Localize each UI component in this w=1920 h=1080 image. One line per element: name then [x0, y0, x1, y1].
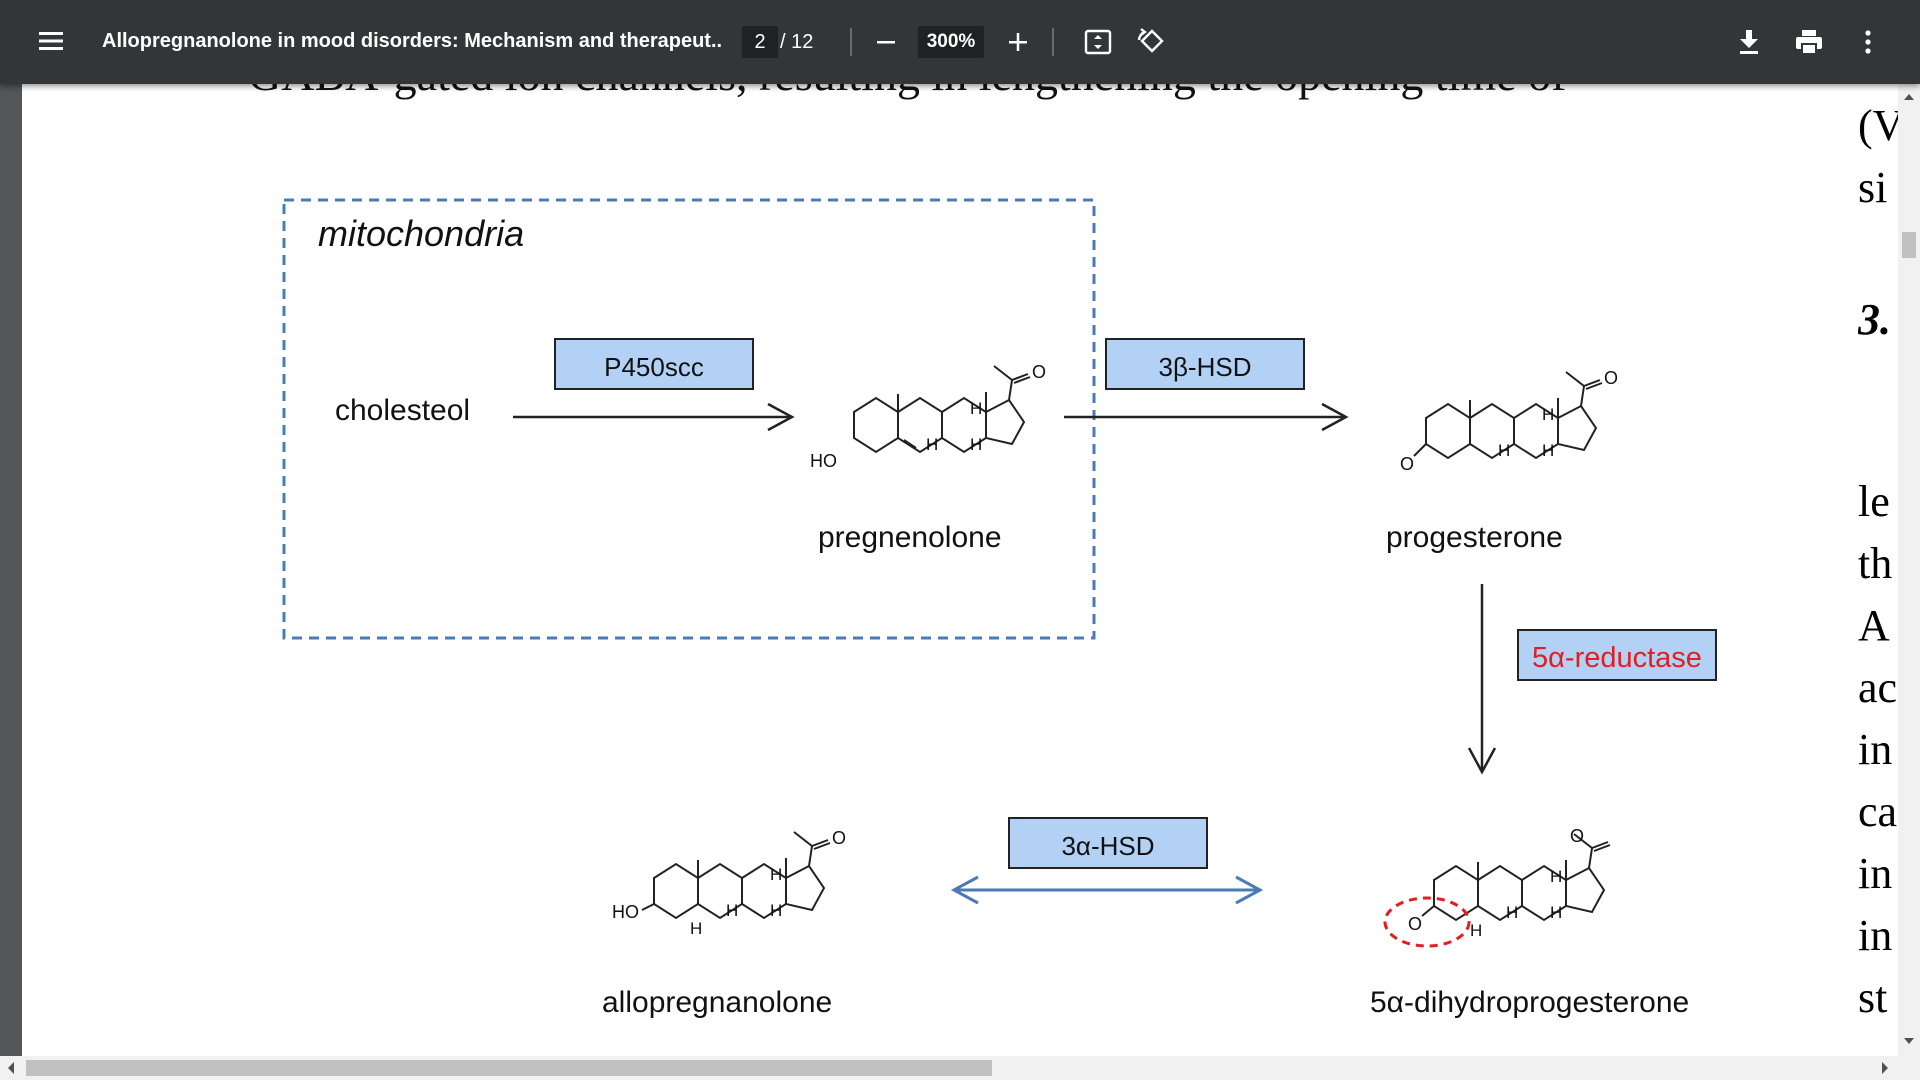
- oxygen-label: O: [1408, 914, 1422, 934]
- text-fragment: (V: [1858, 101, 1898, 150]
- arrowhead-right: [1235, 875, 1264, 905]
- body-text-partial-line: GABA-gated ion channels, resulting in le…: [248, 84, 1567, 100]
- hydrogen-label: H: [926, 435, 938, 454]
- menu-button[interactable]: [36, 24, 66, 58]
- hydrogen-label: H: [770, 901, 782, 920]
- download-icon: [1740, 30, 1758, 54]
- horizontal-scroll-thumb[interactable]: [26, 1060, 992, 1076]
- print-button[interactable]: [1792, 26, 1826, 58]
- ketone-highlight-circle: [1383, 896, 1471, 948]
- vertical-scroll-thumb[interactable]: [1902, 232, 1916, 258]
- hydrogen-label: H: [770, 865, 782, 884]
- scroll-up-arrow-icon[interactable]: [1898, 88, 1920, 106]
- text-fragment: ca: [1858, 787, 1898, 836]
- allopregnanolone-label: allopregnanolone: [602, 986, 832, 1019]
- pdf-page: GABA-gated ion channels, resulting in le…: [22, 84, 1898, 1056]
- menu-icon: [39, 32, 63, 50]
- hydrogen-label: H: [1550, 867, 1562, 886]
- pregnenolone-label: pregnenolone: [818, 521, 1002, 554]
- hydrogen-label: H: [1498, 441, 1510, 460]
- pregnenolone-structure: HO H H H O: [810, 362, 1046, 471]
- enzyme-box-3alpha-hsd: [1008, 817, 1208, 869]
- text-fragment: le: [1858, 477, 1890, 526]
- dihydroprogesterone-structure: O H H H H O: [1408, 826, 1611, 940]
- vertical-scrollbar[interactable]: [1898, 84, 1920, 1056]
- text-fragment: si: [1858, 163, 1888, 212]
- more-options-button[interactable]: [1854, 26, 1882, 58]
- rotate-button[interactable]: [1134, 24, 1168, 58]
- arrowhead: [1321, 402, 1349, 432]
- print-icon: [1796, 30, 1822, 55]
- allopregnanolone-structure: HO H H H H O: [612, 828, 846, 938]
- enzyme-box-5alpha-reductase: [1517, 629, 1717, 681]
- scroll-left-arrow-icon[interactable]: [2, 1056, 20, 1080]
- toolbar-divider: [850, 28, 852, 56]
- hydrogen-label: H: [1550, 903, 1562, 922]
- mitochondria-compartment: [282, 198, 1096, 640]
- hydroxyl-label: HO: [810, 451, 837, 471]
- arrowhead-left: [950, 875, 979, 905]
- text-fragment: A: [1858, 601, 1890, 650]
- text-fragment: in: [1858, 725, 1893, 774]
- dihydroprogesterone-label: 5α-dihydroprogesterone: [1370, 986, 1689, 1019]
- hydrogen-label: H: [690, 919, 702, 938]
- oxygen-label: O: [1604, 368, 1618, 388]
- text-fragment: st: [1858, 973, 1888, 1022]
- enzyme-label-3alpha-hsd: 3α-HSD: [1061, 831, 1154, 861]
- oxygen-label: O: [1032, 362, 1046, 382]
- text-fragment: in: [1858, 849, 1893, 898]
- scroll-down-arrow-icon[interactable]: [1898, 1032, 1920, 1050]
- scroll-right-arrow-icon[interactable]: [1876, 1056, 1894, 1080]
- mitochondria-label: mitochondria: [318, 213, 524, 254]
- document-title: Allopregnanolone in mood disorders: Mech…: [102, 29, 722, 52]
- enzyme-box-p450scc: [554, 338, 754, 390]
- zoom-in-icon: [1009, 33, 1027, 51]
- right-column-text-fragments: (V si 3. le th A ac in ca in in st: [1858, 84, 1898, 1056]
- progesterone-structure: O H H H O: [1400, 368, 1618, 474]
- arrowhead: [1467, 747, 1497, 775]
- more-vert-icon: [1865, 30, 1871, 54]
- hydrogen-label: H: [726, 901, 738, 920]
- enzyme-label-p450scc: P450scc: [604, 352, 704, 382]
- enzyme-label-3beta-hsd: 3β-HSD: [1159, 352, 1252, 382]
- enzyme-label-5alpha-reductase: 5α-reductase: [1532, 642, 1702, 674]
- hydrogen-label: H: [1506, 903, 1518, 922]
- hydrogen-label: H: [1542, 405, 1554, 424]
- pdf-toolbar: Allopregnanolone in mood disorders: Mech…: [0, 0, 1920, 84]
- fit-page-button[interactable]: [1082, 26, 1114, 58]
- page-number-input[interactable]: 2: [742, 26, 778, 58]
- zoom-out-button[interactable]: [872, 28, 900, 56]
- page-total: / 12: [780, 30, 814, 53]
- hydrogen-label: H: [1542, 441, 1554, 460]
- enzyme-box-3beta-hsd: [1105, 338, 1305, 390]
- biosynthesis-figure: GABA-gated ion channels, resulting in le…: [248, 84, 1717, 1019]
- text-fragment: in: [1858, 911, 1893, 960]
- hydrogen-label: H: [970, 399, 982, 418]
- oxygen-label: O: [832, 828, 846, 848]
- zoom-level-input[interactable]: 300%: [918, 26, 984, 58]
- arrowhead: [767, 402, 795, 432]
- download-button[interactable]: [1734, 26, 1764, 58]
- toolbar-divider: [1052, 28, 1054, 56]
- document-viewer[interactable]: GABA-gated ion channels, resulting in le…: [0, 84, 1920, 1056]
- hydroxyl-label: HO: [612, 902, 639, 922]
- text-fragment: ac: [1858, 663, 1898, 712]
- cholesterol-label: cholesteol: [335, 394, 470, 427]
- horizontal-scrollbar[interactable]: [0, 1056, 1920, 1080]
- text-fragment: 3.: [1858, 295, 1891, 344]
- rotate-icon: [1137, 28, 1164, 53]
- fit-page-icon: [1084, 29, 1112, 55]
- oxygen-label: O: [1570, 826, 1584, 846]
- zoom-out-icon: [877, 41, 895, 44]
- hydrogen-label: H: [1470, 921, 1482, 940]
- zoom-in-button[interactable]: [1004, 28, 1032, 56]
- oxygen-label: O: [1400, 454, 1414, 474]
- text-fragment: th: [1858, 539, 1893, 588]
- progesterone-label: progesterone: [1386, 521, 1563, 554]
- hydrogen-label: H: [970, 435, 982, 454]
